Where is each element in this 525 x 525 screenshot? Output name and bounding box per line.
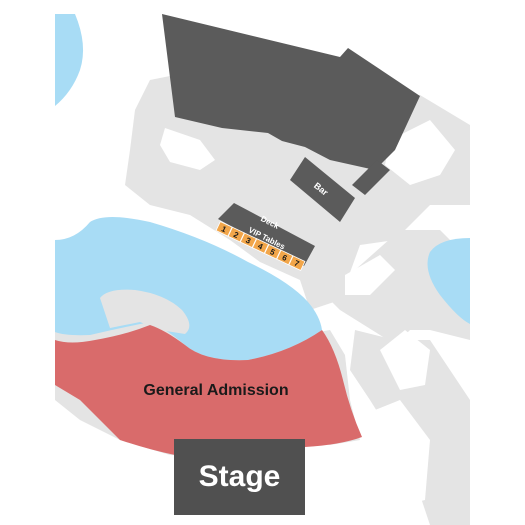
vip-table-seat[interactable] — [276, 249, 294, 266]
vip-table-seat[interactable] — [215, 221, 233, 237]
general-admission-area — [55, 325, 362, 455]
walkway-gap — [345, 255, 395, 295]
walkway-gap — [160, 128, 215, 170]
vip-table-seat[interactable] — [288, 255, 306, 271]
vip-table-3[interactable]: 3 — [239, 232, 257, 249]
vip-table-seat[interactable] — [227, 226, 245, 243]
vip-table-number: 1 — [220, 224, 228, 234]
vip-table-number: 5 — [268, 247, 276, 257]
vip-table-1[interactable]: 1 — [215, 221, 233, 237]
walkway-gap — [375, 400, 430, 505]
vip-table-number: 3 — [244, 236, 252, 246]
island — [100, 289, 190, 334]
stage-label: Stage — [199, 460, 281, 493]
vip-table-number: 4 — [256, 241, 264, 251]
vip-table-number: 2 — [232, 230, 240, 240]
vip-table-seat[interactable] — [264, 243, 282, 260]
general-admission-label: General Admission — [143, 382, 288, 399]
water-top-left — [55, 14, 84, 106]
vip-table-7[interactable]: 7 — [288, 255, 306, 271]
vip-table-4[interactable]: 4 — [251, 238, 270, 254]
bar-annex — [352, 160, 390, 195]
vip-table-5[interactable]: 5 — [264, 243, 282, 260]
vip-table-number: 6 — [281, 253, 289, 263]
water-right — [427, 238, 470, 324]
bar-building — [290, 157, 355, 222]
main-building — [162, 14, 420, 170]
vip-table-seat[interactable] — [251, 238, 270, 254]
vip-table-2[interactable]: 2 — [227, 226, 245, 243]
vip-table-seat[interactable] — [239, 232, 257, 249]
vip-table-6[interactable]: 6 — [276, 249, 294, 266]
stage — [174, 439, 305, 515]
deck — [218, 203, 315, 266]
walkway-gap — [385, 120, 455, 185]
walkway-gap — [380, 330, 430, 390]
vip-table-number: 7 — [293, 259, 301, 269]
